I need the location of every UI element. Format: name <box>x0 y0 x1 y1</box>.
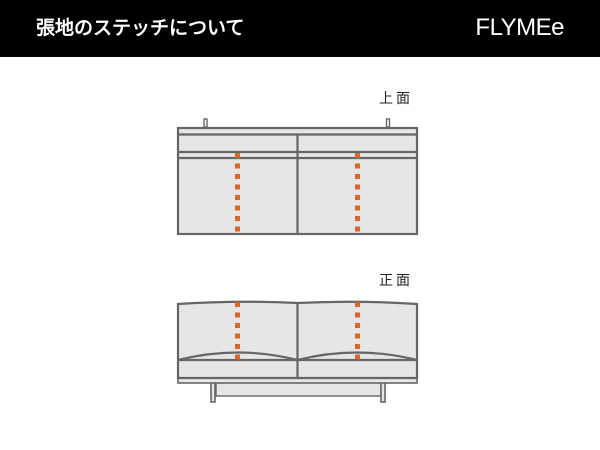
top-view-stitches <box>235 153 360 232</box>
base-stretcher <box>215 381 382 397</box>
seat-curve-left <box>177 351 298 362</box>
leg-left <box>210 381 216 403</box>
brand-logo: FLYMEe <box>475 14 564 41</box>
seat-curve-right <box>297 351 418 362</box>
page-title: 張地のステッチについて <box>36 17 245 39</box>
peg-left <box>203 118 208 128</box>
top-view-drawing <box>176 118 419 236</box>
header-bar: 張地のステッチについて FLYMEe <box>0 0 600 57</box>
front-view-stitches <box>235 302 360 360</box>
peg-right <box>385 118 391 128</box>
top-view-label: 上面 <box>379 91 413 107</box>
front-view-label: 正面 <box>379 273 413 289</box>
leg-right <box>380 381 386 403</box>
front-view-drawing <box>176 300 419 403</box>
